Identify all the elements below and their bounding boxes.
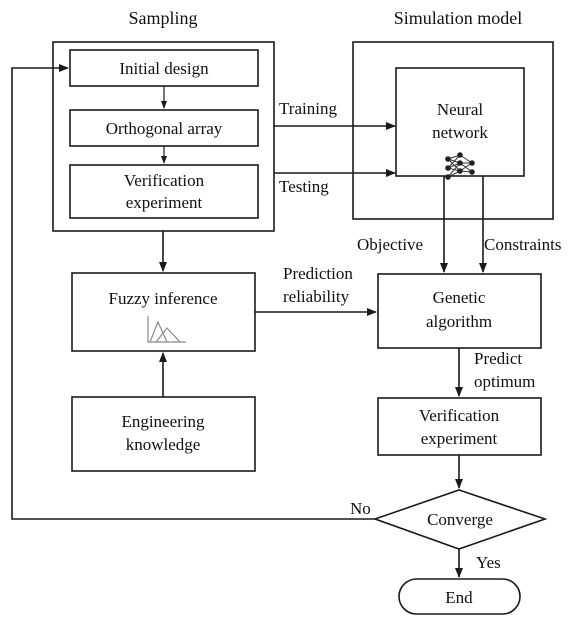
prediction-reliability-line2: reliability — [283, 287, 350, 306]
end-terminator — [398, 578, 521, 615]
neural-network-line1: Neural — [437, 100, 484, 119]
end-label: End — [445, 588, 473, 607]
verification-experiment-bottom-box — [377, 397, 542, 456]
training-label: Training — [279, 99, 337, 118]
predict-optimum-line1: Predict — [474, 349, 522, 368]
no-label: No — [350, 499, 371, 518]
verification-experiment-top-line2: experiment — [126, 193, 203, 212]
yes-label: Yes — [476, 553, 501, 572]
verification-experiment-top-line1: Verification — [124, 171, 205, 190]
objective-label: Objective — [357, 235, 423, 254]
engineering-knowledge-line1: Engineering — [121, 412, 205, 431]
orthogonal-array-box — [69, 109, 259, 147]
no-feedback-arrow — [11, 64, 375, 520]
initial-design-label: Initial design — [119, 59, 209, 78]
converge-diamond — [372, 489, 548, 550]
fuzzy-inference-label: Fuzzy inference — [108, 289, 217, 308]
fuzzy-membership-icon — [147, 316, 186, 343]
fuzzy-inference-box — [71, 272, 256, 352]
constraints-label: Constraints — [484, 235, 561, 254]
verification-experiment-bottom-line1: Verification — [419, 406, 500, 425]
engineering-knowledge-line2: knowledge — [126, 435, 201, 454]
genetic-algorithm-line2: algorithm — [426, 312, 492, 331]
engineering-knowledge-box — [71, 396, 256, 472]
verification-experiment-top-box — [69, 164, 259, 219]
orthogonal-array-label: Orthogonal array — [106, 119, 223, 138]
predict-optimum-line2: optimum — [474, 372, 535, 391]
neural-network-icon — [445, 152, 475, 180]
converge-label: Converge — [427, 510, 493, 529]
genetic-algorithm-box — [377, 273, 542, 349]
prediction-reliability-line1: Prediction — [283, 264, 353, 283]
testing-label: Testing — [279, 177, 329, 196]
verification-experiment-bottom-line2: experiment — [421, 429, 498, 448]
simulation-model-header: Simulation model — [394, 8, 523, 28]
genetic-algorithm-line1: Genetic — [433, 288, 486, 307]
sampling-header: Sampling — [128, 8, 197, 28]
neural-network-box — [395, 67, 525, 177]
neural-network-line2: network — [432, 123, 488, 142]
